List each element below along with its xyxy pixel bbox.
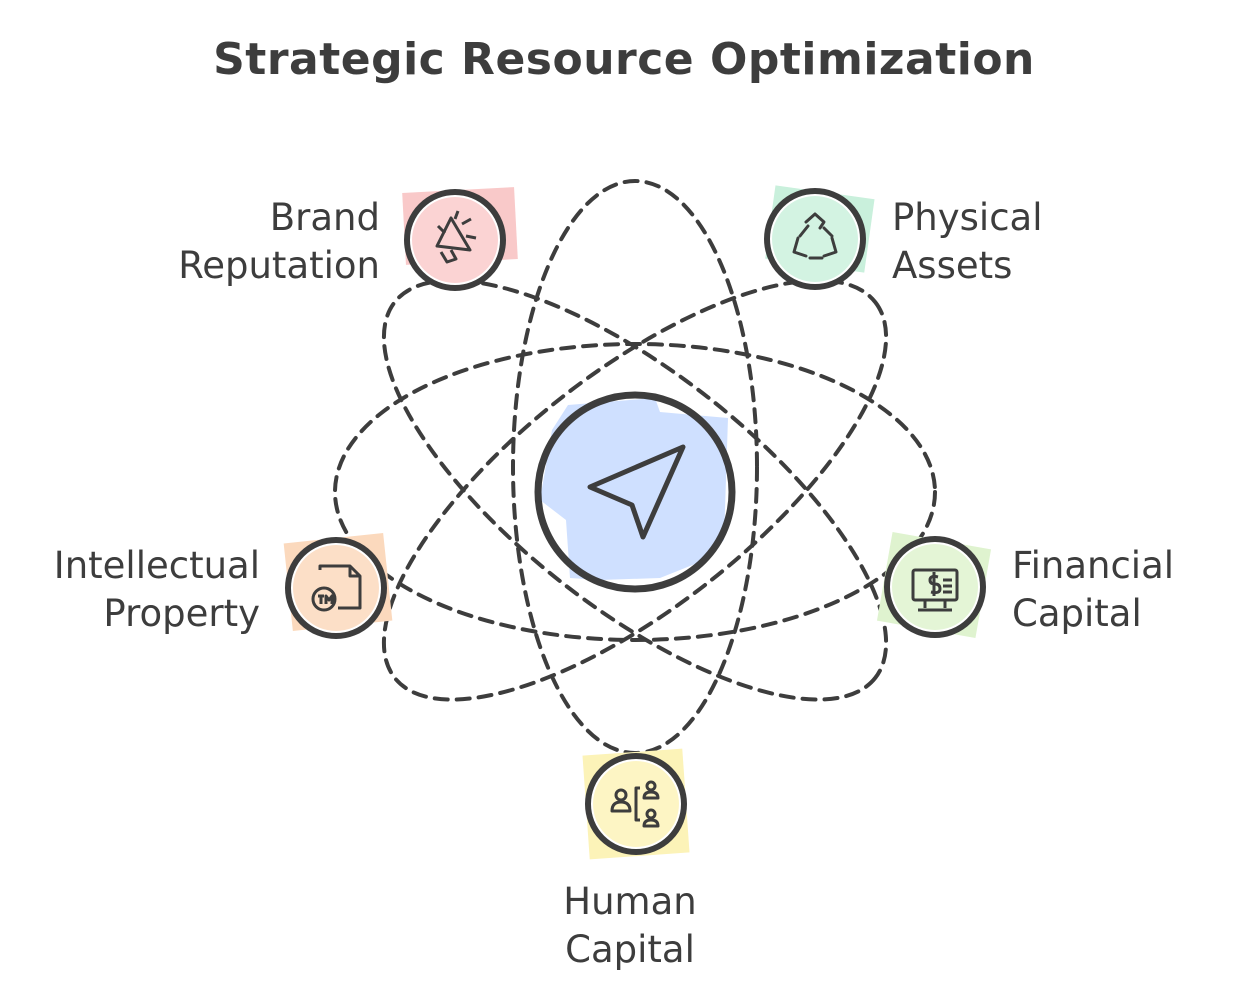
diagram-title: Strategic Resource Optimization	[213, 34, 1035, 85]
label-line: Human	[563, 880, 697, 923]
node-intellectual-property	[283, 533, 393, 639]
node-fill	[293, 545, 379, 631]
orbit-ring-diagonal-a	[381, 278, 889, 702]
org-people-icon	[610, 780, 660, 828]
label-financial-capital: Financial Capital	[1012, 542, 1174, 638]
node-fill	[772, 196, 858, 282]
label-line: Assets	[892, 244, 1013, 287]
node-human-capital	[582, 748, 690, 860]
node-financial-capital	[876, 532, 992, 638]
recycle-icon	[792, 212, 838, 260]
node-brand-reputation	[402, 187, 518, 291]
label-brand-reputation: Brand Reputation	[178, 194, 380, 290]
trademark-document-icon	[311, 564, 362, 612]
label-line: Capital	[1012, 592, 1142, 635]
center-highlight	[540, 398, 728, 580]
label-intellectual-property: Intellectual Property	[54, 542, 260, 638]
orbit-ring-diagonal-b	[381, 278, 889, 702]
label-line: Capital	[565, 928, 695, 971]
center-hub	[534, 391, 736, 593]
label-physical-assets: Physical Assets	[892, 194, 1043, 290]
label-line: Financial	[1012, 544, 1175, 587]
label-human-capital: Human Capital	[530, 878, 730, 974]
label-line: Brand	[269, 196, 380, 239]
label-line: Intellectual	[53, 544, 260, 587]
megaphone-icon	[435, 210, 477, 264]
node-physical-assets	[764, 185, 875, 290]
label-line: Property	[103, 592, 260, 635]
center-ring	[534, 391, 736, 593]
orbit-ring-horizontal	[333, 342, 937, 642]
navigation-arrow-icon	[587, 444, 686, 540]
label-line: Physical	[892, 196, 1043, 239]
financial-monitor-icon	[911, 568, 959, 612]
node-fill	[412, 197, 498, 283]
label-line: Reputation	[178, 244, 380, 287]
